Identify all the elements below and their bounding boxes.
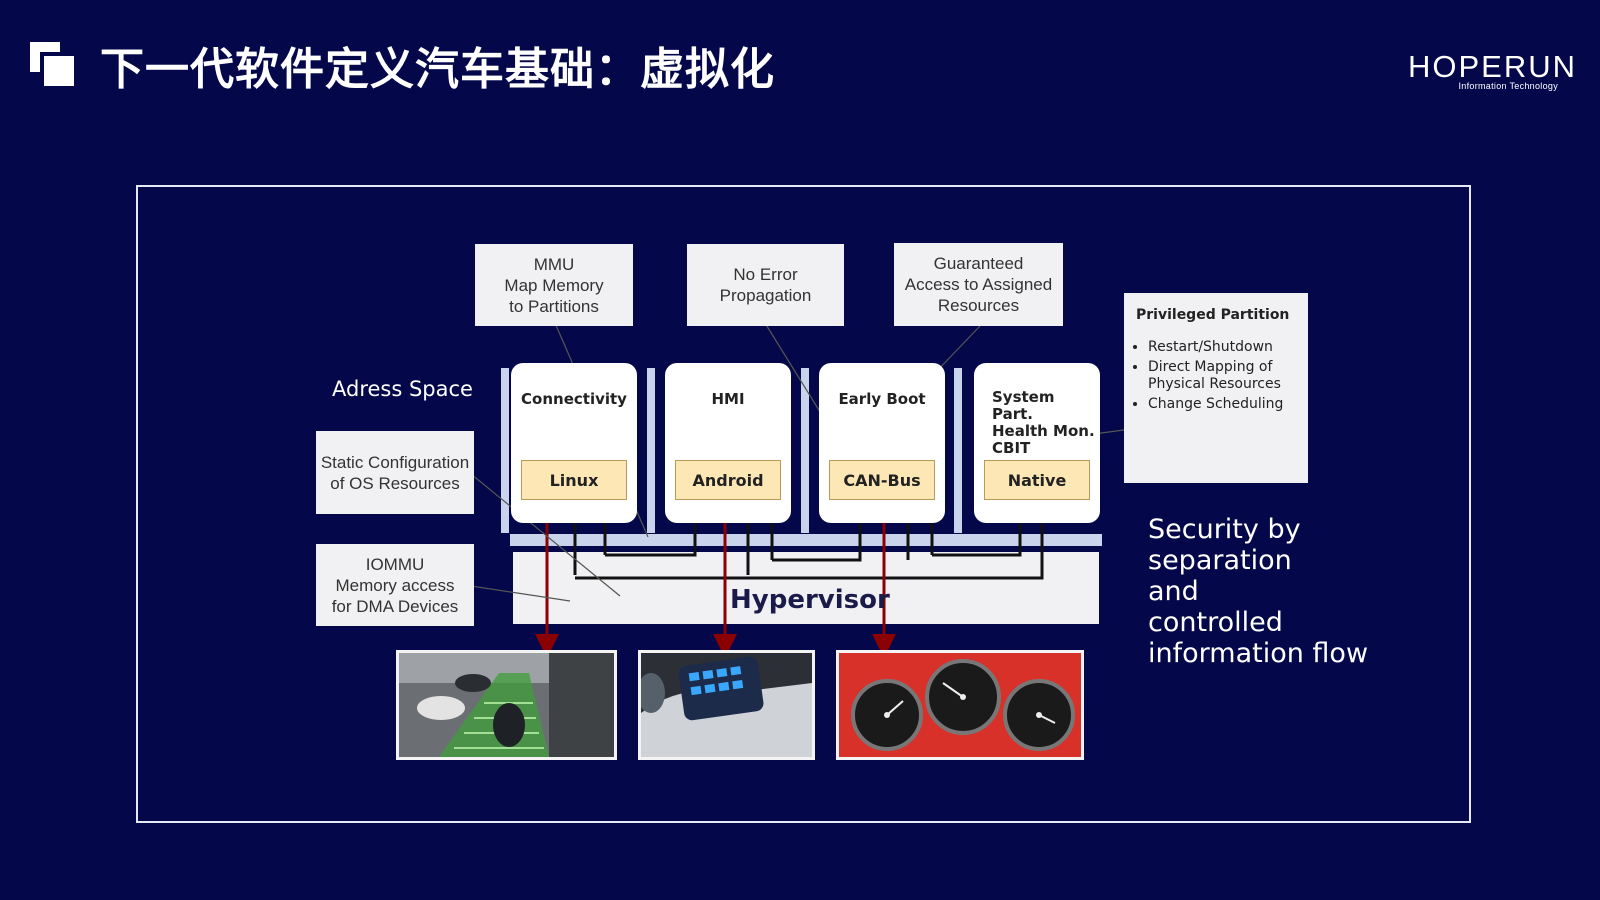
hypervisor-label: Hypervisor <box>730 585 890 615</box>
partition-hmi: HMI Android <box>665 363 791 523</box>
company-logo: HOPERUN Information Technology <box>1408 49 1578 96</box>
partition-label: Connectivity <box>521 390 627 408</box>
list-item: Direct Mapping of Physical Resources <box>1148 359 1296 393</box>
partition-label: System Part. Health Mon. CBIT <box>992 388 1095 457</box>
logo-tagline: Information Technology <box>1458 81 1558 91</box>
os-android: Android <box>675 460 781 500</box>
partition-label: HMI <box>711 390 745 408</box>
iommu-note: IOMMU Memory access for DMA Devices <box>316 544 474 626</box>
static-configuration-note: Static Configuration of OS Resources <box>316 431 474 514</box>
partition-connectivity: Connectivity Linux <box>511 363 637 523</box>
address-space-label: Adress Space <box>332 377 473 401</box>
os-can-bus: CAN-Bus <box>829 460 935 500</box>
privileged-partition-panel: Privileged Partition Restart/Shutdown Di… <box>1124 293 1308 483</box>
os-linux: Linux <box>521 460 627 500</box>
list-item: Change Scheduling <box>1148 396 1296 413</box>
mmu-note: MMU Map Memory to Partitions <box>475 244 633 326</box>
instrument-gauges-image <box>836 650 1084 760</box>
no-error-propagation-note: No Error Propagation <box>687 244 844 326</box>
title-square-icon <box>30 42 74 86</box>
list-item: Restart/Shutdown <box>1148 339 1296 356</box>
security-statement: Security by separation and controlled in… <box>1148 514 1369 669</box>
partition-early-boot: Early Boot CAN-Bus <box>819 363 945 523</box>
partition-system: System Part. Health Mon. CBIT Native <box>974 363 1100 523</box>
page-title: 下一代软件定义汽车基础：虚拟化 <box>100 44 775 95</box>
privileged-title: Privileged Partition <box>1136 307 1290 323</box>
diagram-frame <box>136 185 1471 823</box>
os-native: Native <box>984 460 1090 500</box>
device-arrows <box>535 493 896 658</box>
logo-wordmark: HOPERUN <box>1408 49 1578 84</box>
address-space-bars <box>501 368 1102 546</box>
partition-label: Early Boot <box>838 390 926 408</box>
infotainment-console-image <box>638 650 815 760</box>
privileged-list: Restart/Shutdown Direct Mapping of Physi… <box>1136 339 1296 413</box>
parking-assist-image <box>396 650 617 760</box>
guaranteed-access-note: Guaranteed Access to Assigned Resources <box>894 243 1063 326</box>
